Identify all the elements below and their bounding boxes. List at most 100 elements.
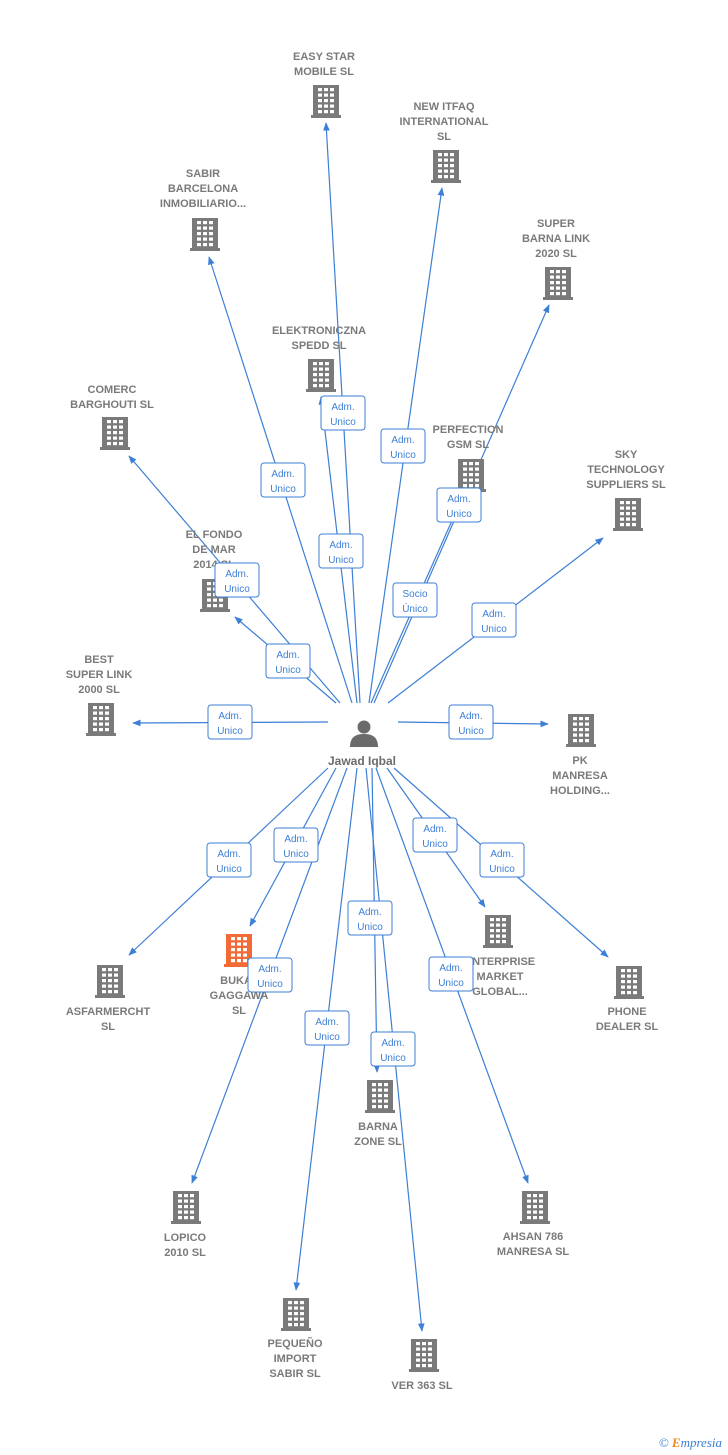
role-badge-text: Unico bbox=[257, 979, 283, 990]
company-label-line: SABIR bbox=[186, 168, 220, 180]
role-badge-bukat-gaggawa[interactable]: Adm. Unico bbox=[273, 827, 319, 863]
role-badge-sabir-barcelona[interactable]: Adm.Unico bbox=[260, 462, 306, 498]
building-icon bbox=[566, 714, 596, 747]
role-badge-text: Unico bbox=[489, 864, 515, 875]
role-badge-text: Unico bbox=[380, 1053, 406, 1064]
company-label-line: GAGGAWA bbox=[210, 990, 269, 1002]
role-badge-sky-technology[interactable]: Adm. Unico bbox=[471, 602, 517, 638]
company-label-line: NEW ITFAQ bbox=[413, 101, 475, 113]
building-icon bbox=[365, 1080, 395, 1113]
role-badge-text: Adm. bbox=[217, 849, 240, 860]
role-badge-comerc-barghouti[interactable]: Adm.Unico bbox=[265, 643, 311, 679]
company-label-line: PHONE bbox=[607, 1006, 646, 1018]
role-badge-text: Unico bbox=[283, 849, 309, 860]
company-label-line: SUPER LINK bbox=[66, 669, 133, 681]
company-label-line: ZONE SL bbox=[354, 1136, 402, 1148]
building-icon bbox=[614, 966, 644, 999]
company-label-line: INMOBILIARIO... bbox=[160, 198, 246, 210]
company-label-line: BARGHOUTI SL bbox=[70, 399, 154, 411]
brand-initial: E bbox=[671, 1435, 681, 1450]
company-node-enterprise-market[interactable]: ENTERPRISE MARKET GLOBAL... bbox=[465, 915, 535, 998]
role-badge-text: Unico bbox=[217, 726, 243, 737]
person-node[interactable]: Jawad Iqbal bbox=[328, 720, 396, 769]
person-icon bbox=[350, 720, 378, 747]
company-label-line: LOPICO bbox=[164, 1232, 207, 1244]
building-icon bbox=[100, 417, 130, 450]
role-badge-elektroniczna[interactable]: Adm. Unico bbox=[320, 395, 366, 431]
company-label-line: DE MAR bbox=[192, 544, 235, 556]
building-icon bbox=[95, 965, 125, 998]
company-label-line: ASFARMERCHT bbox=[66, 1006, 151, 1018]
role-badge-text: Unico bbox=[314, 1032, 340, 1043]
role-badge-ver-363[interactable]: Adm.Unico bbox=[370, 1031, 416, 1067]
role-badge-text: Unico bbox=[438, 978, 464, 989]
role-badge-phone-dealer[interactable]: Adm.Unico bbox=[479, 842, 525, 878]
building-icon bbox=[306, 359, 336, 392]
company-label-line: MOBILE SL bbox=[294, 66, 354, 78]
role-badge-text: Adm. bbox=[225, 569, 248, 580]
company-label-line: PEQUEÑO bbox=[267, 1337, 322, 1350]
company-node-sabir-barcelona[interactable]: SABIRBARCELONAINMOBILIARIO... bbox=[160, 168, 246, 251]
role-badge-pequeno-import[interactable]: Adm. Unico bbox=[304, 1010, 350, 1046]
role-badge-text: Unico bbox=[481, 624, 507, 635]
brand-name: mpresia bbox=[680, 1435, 722, 1450]
role-badge-lopico[interactable]: Adm. Unico bbox=[247, 957, 293, 993]
role-badge-text: Unico bbox=[330, 417, 356, 428]
role-badge-new-itfaq[interactable]: Adm.Unico bbox=[380, 428, 426, 464]
company-label-line: ENTERPRISE bbox=[465, 956, 535, 968]
role-badge-best-super-link[interactable]: Adm.Unico bbox=[207, 704, 253, 740]
role-badge-enterprise-market[interactable]: Adm.Unico bbox=[412, 817, 458, 853]
role-badge-asfarmercht[interactable]: Adm.Unico bbox=[206, 842, 252, 878]
role-badge-barna-zone[interactable]: Adm.Unico bbox=[347, 900, 393, 936]
role-badge-pk-manresa[interactable]: Adm.Unico bbox=[448, 704, 494, 740]
company-label-line: ELEKTRONICZNA bbox=[272, 325, 366, 337]
company-label-line: MANRESA SL bbox=[497, 1246, 570, 1258]
building-icon bbox=[171, 1191, 201, 1224]
role-badge-text: Adm. bbox=[482, 609, 505, 620]
company-label-line: IMPORT bbox=[274, 1353, 317, 1365]
role-badge-text: Adm. bbox=[447, 494, 470, 505]
building-icon bbox=[431, 150, 461, 183]
role-badge-super-barna[interactable]: Adm. Unico bbox=[436, 487, 482, 523]
building-icon bbox=[543, 267, 573, 300]
role-badge-text: Unico bbox=[328, 555, 354, 566]
building-icon bbox=[224, 934, 254, 967]
company-label-line: SUPPLIERS SL bbox=[586, 479, 666, 491]
role-badge-ahsan-786[interactable]: Adm. Unico bbox=[428, 956, 474, 992]
company-label-line: GLOBAL... bbox=[472, 986, 528, 998]
company-node-ver-363[interactable]: VER 363 SL bbox=[391, 1339, 453, 1392]
role-badge-text: Adm. bbox=[331, 402, 354, 413]
building-icon bbox=[520, 1191, 550, 1224]
role-badge-text: Adm. bbox=[271, 469, 294, 480]
role-badge-text: Unico bbox=[446, 509, 472, 520]
building-icon bbox=[86, 703, 116, 736]
role-badge-text: Adm. bbox=[258, 964, 281, 975]
company-label-line: MARKET bbox=[476, 971, 523, 983]
role-badge-easy-star[interactable]: Adm.Unico bbox=[318, 533, 364, 569]
role-badge-el-fondo[interactable]: Adm.Unico bbox=[214, 562, 260, 598]
role-badge-text: Adm. bbox=[459, 711, 482, 722]
person-name: Jawad Iqbal bbox=[328, 754, 396, 768]
role-badge-text: Adm. bbox=[284, 834, 307, 845]
building-icon bbox=[456, 459, 486, 492]
role-badge-text: Adm. bbox=[315, 1017, 338, 1028]
company-node-pk-manresa[interactable]: PKMANRESAHOLDING... bbox=[550, 714, 610, 797]
role-badge-text: Adm. bbox=[439, 963, 462, 974]
building-icon bbox=[613, 498, 643, 531]
